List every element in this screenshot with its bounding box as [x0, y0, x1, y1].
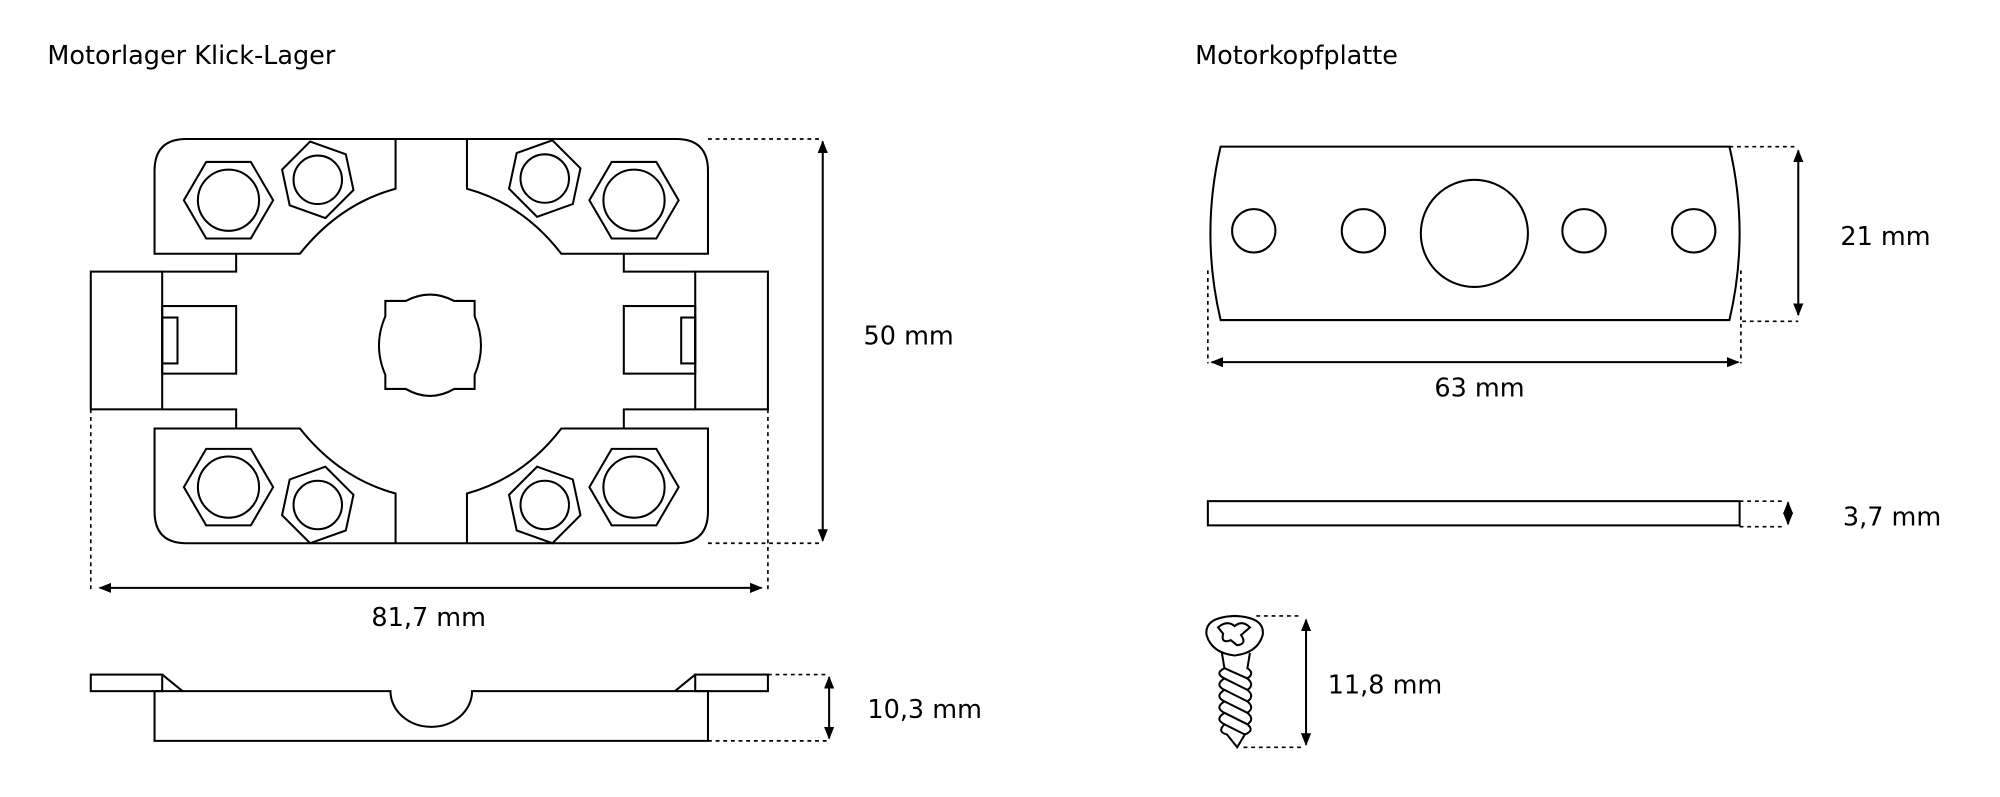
- nut-icon: [281, 140, 355, 220]
- motorlager-side-view: 10,3 mm: [89, 673, 982, 742]
- mount-hole: [1340, 208, 1387, 254]
- height-label: 50 mm: [864, 321, 954, 351]
- mount-hole: [1671, 208, 1717, 254]
- screw-length-label: 11,8 mm: [1328, 671, 1443, 701]
- plate-thickness-label: 3,7 mm: [1843, 502, 1941, 532]
- nut-icon: [182, 447, 275, 527]
- mount-hole: [1561, 208, 1607, 254]
- screw-icon: 11,8 mm: [1205, 614, 1443, 750]
- motorkopfplatte-title: Motorkopfplatte: [1195, 41, 1398, 71]
- nut-icon: [182, 160, 275, 240]
- left-clip-block: [89, 270, 164, 411]
- width-label: 81,7 mm: [371, 603, 486, 633]
- right-clip-block: [694, 270, 769, 411]
- motorkopfplatte-side-view: 3,7 mm: [1206, 500, 1941, 532]
- nut-icon: [588, 447, 680, 527]
- motorlager-dimensions: 50 mm 81,7 mm: [89, 138, 954, 633]
- plate-height-label: 21 mm: [1840, 222, 1930, 252]
- nut-icon: [508, 465, 582, 545]
- nut-icon: [508, 139, 582, 218]
- plate-width-label: 63 mm: [1434, 374, 1524, 404]
- motorkopfplatte-top-view: 21 mm 63 mm: [1207, 145, 1931, 404]
- motorlager-top-view: [89, 137, 769, 545]
- nut-icon: [281, 465, 355, 545]
- center-hub: [377, 293, 483, 397]
- center-hole: [1419, 178, 1529, 288]
- mount-hole: [1231, 208, 1277, 254]
- nut-icon: [588, 160, 680, 240]
- motorlager-title: Motorlager Klick-Lager: [47, 41, 335, 71]
- thickness-label: 10,3 mm: [867, 695, 982, 725]
